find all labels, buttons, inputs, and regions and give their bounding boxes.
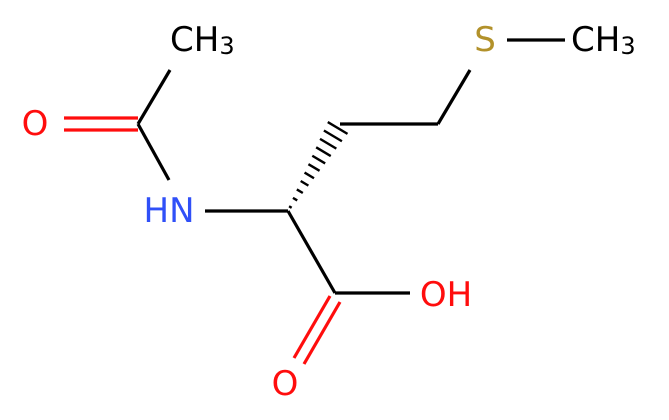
wedge-hash-line: [307, 163, 321, 172]
wedge-hash-line: [303, 171, 315, 180]
label-s: S: [474, 20, 496, 60]
wedge-hash-line: [319, 137, 337, 150]
bond-acetyl-carbon-n: [136, 123, 171, 181]
bond-carboxyl-double-o-1: [292, 295, 332, 359]
label-oh: OH: [420, 275, 472, 315]
wedge-hash-line: [296, 188, 304, 195]
label-ch3-top: CH3: [170, 20, 235, 60]
label-nh: HN: [144, 191, 195, 231]
wedge-hash-line: [292, 196, 298, 202]
wedge-hash-line: [323, 129, 343, 143]
bond-gamma-s: [436, 69, 472, 125]
wedge-hash-line: [327, 121, 349, 135]
label-o-acetyl: O: [22, 104, 49, 144]
wedge-hash-line: [288, 205, 293, 209]
label-o-carbonyl: O: [272, 364, 299, 404]
bond-ch3-acetyl-carbon: [136, 69, 172, 125]
bond-alpha-carboxyl: [286, 210, 337, 294]
bonds: [64, 38, 565, 365]
wedge-hash-line: [311, 154, 326, 165]
wedge-hash-line: [300, 179, 310, 187]
hashed-wedge-bond: [288, 121, 349, 209]
bond-carboxyl-double-o-2: [302, 301, 342, 365]
wedge-hash-line: [315, 146, 332, 158]
label-ch3-right: CH3: [571, 20, 636, 60]
atom-labels: CH3 O HN S CH3 OH O: [22, 20, 636, 404]
